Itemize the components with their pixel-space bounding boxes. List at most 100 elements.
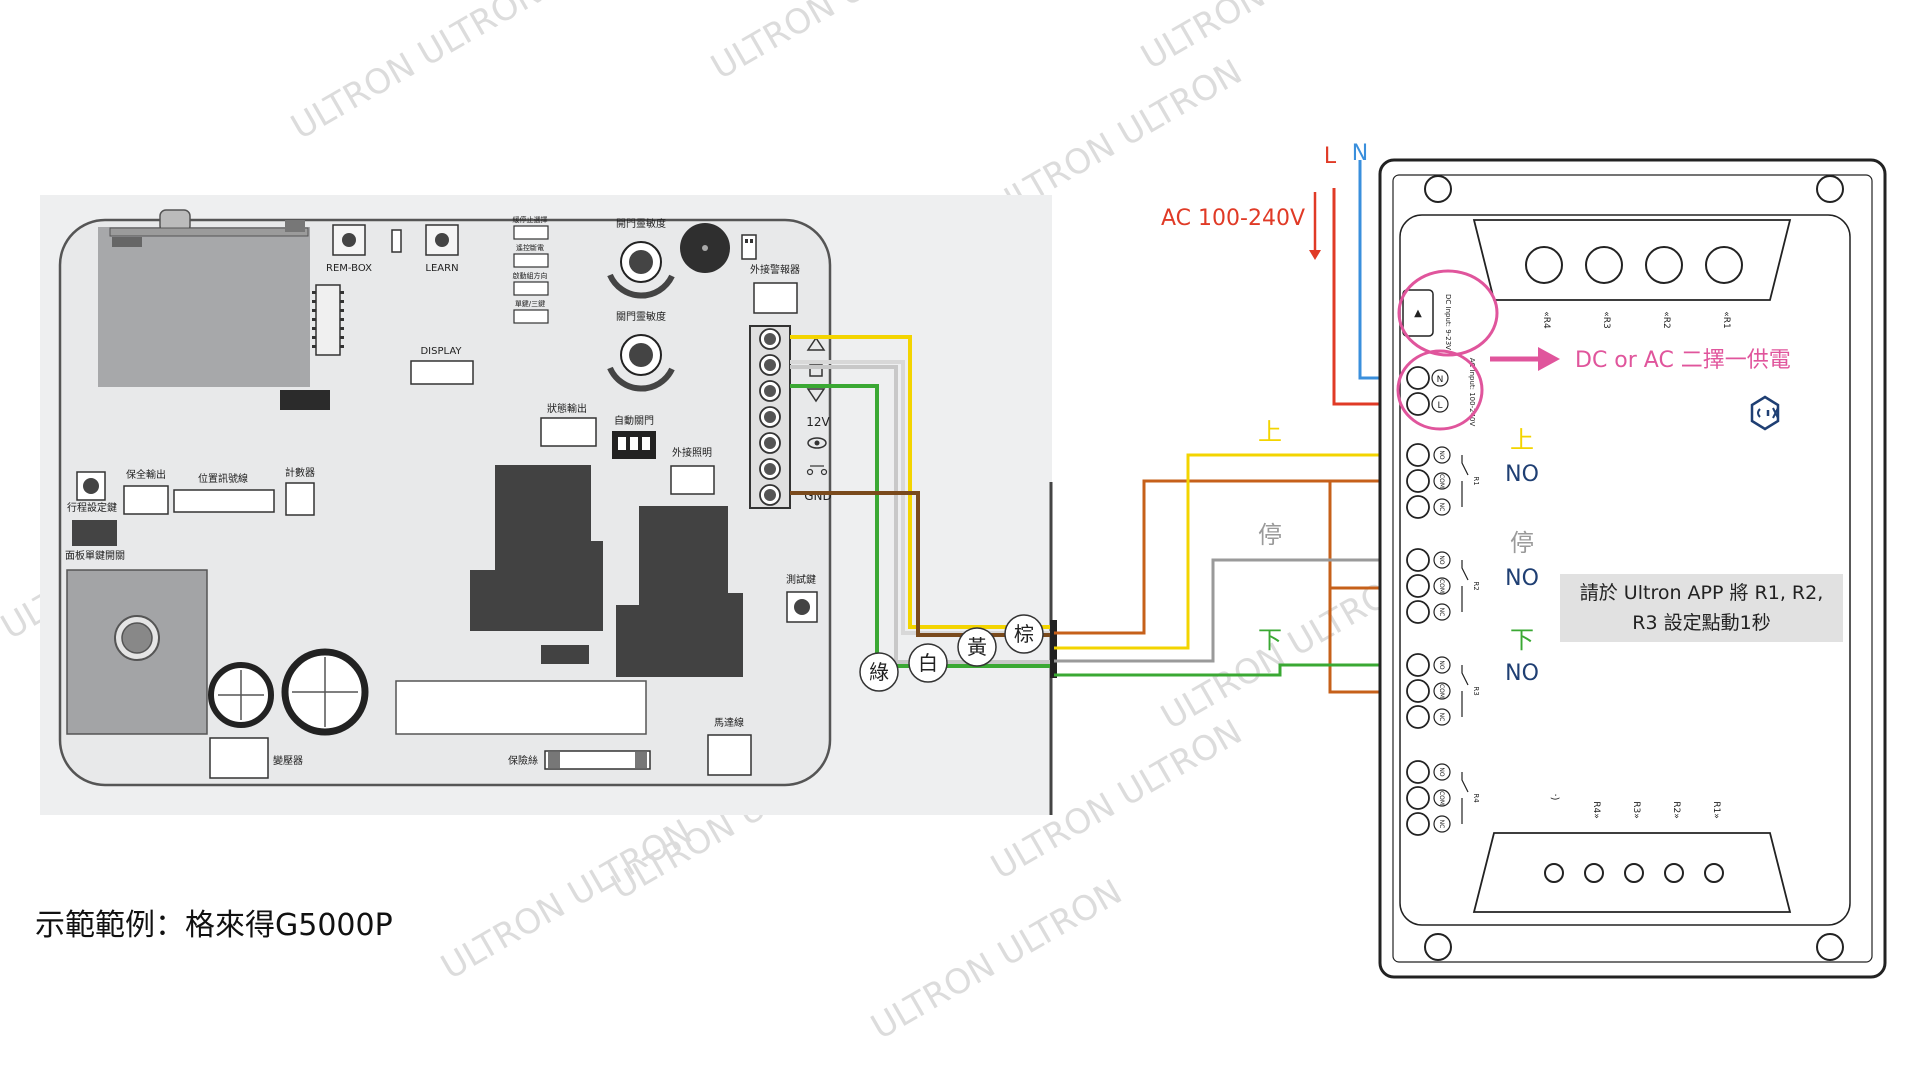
wire-badge-label: 白 [918, 651, 938, 675]
harness-connector [1050, 620, 1057, 678]
terminal-n [1406, 366, 1430, 390]
example-caption: 示範範例：格來得G5000P [35, 908, 393, 943]
power-voltage-label: AC 100-240V [1161, 206, 1305, 231]
bottom-relay-label: R3» [1631, 801, 1641, 819]
dc-input-terminal [1402, 289, 1434, 337]
display-label: DISPLAY [420, 346, 462, 357]
signal-up-left: 上 [1258, 418, 1282, 446]
display-connector [410, 360, 474, 385]
relay-block-1 [470, 465, 603, 631]
relay-group-label: R4 [1472, 793, 1480, 803]
eye-icon [807, 437, 827, 449]
relay-terminal [1406, 705, 1430, 729]
terminal-n-label: N [1437, 375, 1444, 385]
relay-terminal [1406, 679, 1430, 703]
relay-terminal [1406, 548, 1430, 572]
relay-module: «R4«R3«R2«R1 R4»R3»R2»R1» ·) ▲ DC Input:… [1378, 158, 1887, 979]
panel-switch-connector [72, 520, 117, 546]
jumper-header[interactable] [513, 281, 549, 296]
pin-label: COM [1438, 474, 1445, 488]
pin-label: NO [1438, 767, 1445, 776]
jumper-header[interactable] [513, 309, 549, 324]
watermark-text: ULTRON ULTRON [435, 812, 699, 988]
wire-yellow-up [790, 335, 1054, 629]
ext-light-connector [670, 465, 715, 495]
down-triangle-icon [806, 388, 826, 403]
position-signal-label: 位置訊號線 [198, 472, 248, 485]
label-strip [395, 680, 647, 735]
top-relay-label: «R1 [1721, 311, 1731, 329]
relay-terminal [1406, 443, 1430, 467]
app-note: 請於 Ultron APP 將 R1, R2, R3 設定點動1秒 [1560, 574, 1843, 642]
counter-label: 計數器 [285, 466, 315, 479]
pin-label: NO [1438, 555, 1445, 564]
pin-label: NC [1438, 608, 1445, 617]
relay-terminal [1406, 495, 1430, 519]
watermark-text: ULTRON ULTRON [705, 0, 969, 88]
learn-label: LEARN [425, 263, 458, 274]
contact-up-right: NO [1505, 462, 1539, 487]
travel-set-label: 行程設定鍵 [67, 501, 117, 514]
relay-terminal [1406, 653, 1430, 677]
mount-hole [1816, 933, 1844, 961]
safety-out-connector [123, 485, 169, 515]
key-switch-icon [806, 465, 828, 476]
status-led [1624, 863, 1644, 883]
power-l-label: L [1324, 144, 1337, 169]
pin-label: NO [1438, 660, 1445, 669]
top-relay-label: «R4 [1541, 311, 1551, 329]
bottom-relay-label: R1» [1711, 801, 1721, 819]
bottom-relay-label: R4» [1591, 801, 1601, 819]
terminal-l [1406, 392, 1430, 416]
wire-green-r3 [1054, 663, 1418, 677]
watermark-text: ULTRON ULTRON [1135, 0, 1399, 78]
relay-block-2 [616, 506, 743, 677]
fuse-label: 保險絲 [508, 754, 538, 767]
relay-group-label: R1 [1472, 476, 1480, 485]
position-signal-connector [173, 489, 275, 513]
transformer-label: 變壓器 [273, 754, 303, 767]
test-button-label: 測試鍵 [786, 573, 816, 586]
contact-down-right: NO [1505, 661, 1539, 686]
ext-alarm-connector [753, 282, 798, 314]
app-note-text: 請於 Ultron APP 將 R1, R2, R3 設定點動1秒 [1579, 582, 1824, 634]
wire-badge [957, 627, 997, 667]
signal-up-right: 上 [1510, 426, 1534, 454]
wire-brown-com [1054, 479, 1418, 635]
relay-terminal [1406, 574, 1430, 598]
pin-label: COM [1438, 791, 1445, 805]
signal-labels-left: 上 停 下 [1258, 418, 1282, 654]
controller-board: REM-BOX LEARN DISPLAY 緩停止選擇遙控斷電啟動組方向單鍵/三… [40, 195, 1053, 815]
power-n-label: N [1352, 141, 1368, 166]
status-led [1585, 246, 1623, 284]
status-led [1704, 863, 1724, 883]
pin-label: COM [1438, 684, 1445, 698]
terminal-l-label: L [1437, 401, 1442, 411]
status-led [1525, 246, 1563, 284]
dc-input-label: DC Input: 9-23V [1444, 294, 1452, 350]
motor-label: 馬達線 [714, 716, 744, 729]
close-sensitivity-label: 關門靈敏度 [616, 310, 666, 323]
panel-switch-label: 面板單鍵開關 [65, 549, 125, 562]
jumper-label: 啟動組方向 [513, 271, 548, 280]
jumper-header[interactable] [513, 225, 549, 240]
up-triangle-icon [806, 336, 826, 351]
relay-terminal [1406, 600, 1430, 624]
jumper-header[interactable] [513, 253, 549, 268]
signal-down-right: 下 [1510, 626, 1534, 654]
safety-out-label: 保全輸出 [126, 468, 166, 481]
pin-label: NC [1438, 713, 1445, 722]
pin-label: NC [1438, 820, 1445, 829]
relay-group-label: R2 [1472, 581, 1480, 590]
jumper-label: 單鍵/三鍵 [515, 299, 545, 308]
top-relay-label: «R2 [1661, 311, 1671, 329]
wire-badge-label: 棕 [1014, 622, 1034, 646]
motor-connector [707, 734, 752, 776]
ext-light-label: 外接照明 [672, 446, 712, 459]
pin-label: COM [1438, 579, 1445, 593]
signal-stop-left: 停 [1258, 521, 1282, 549]
wire-green-down [790, 384, 1054, 668]
ext-alarm-label: 外接警報器 [750, 263, 800, 276]
svg-text:▲: ▲ [1414, 308, 1422, 319]
